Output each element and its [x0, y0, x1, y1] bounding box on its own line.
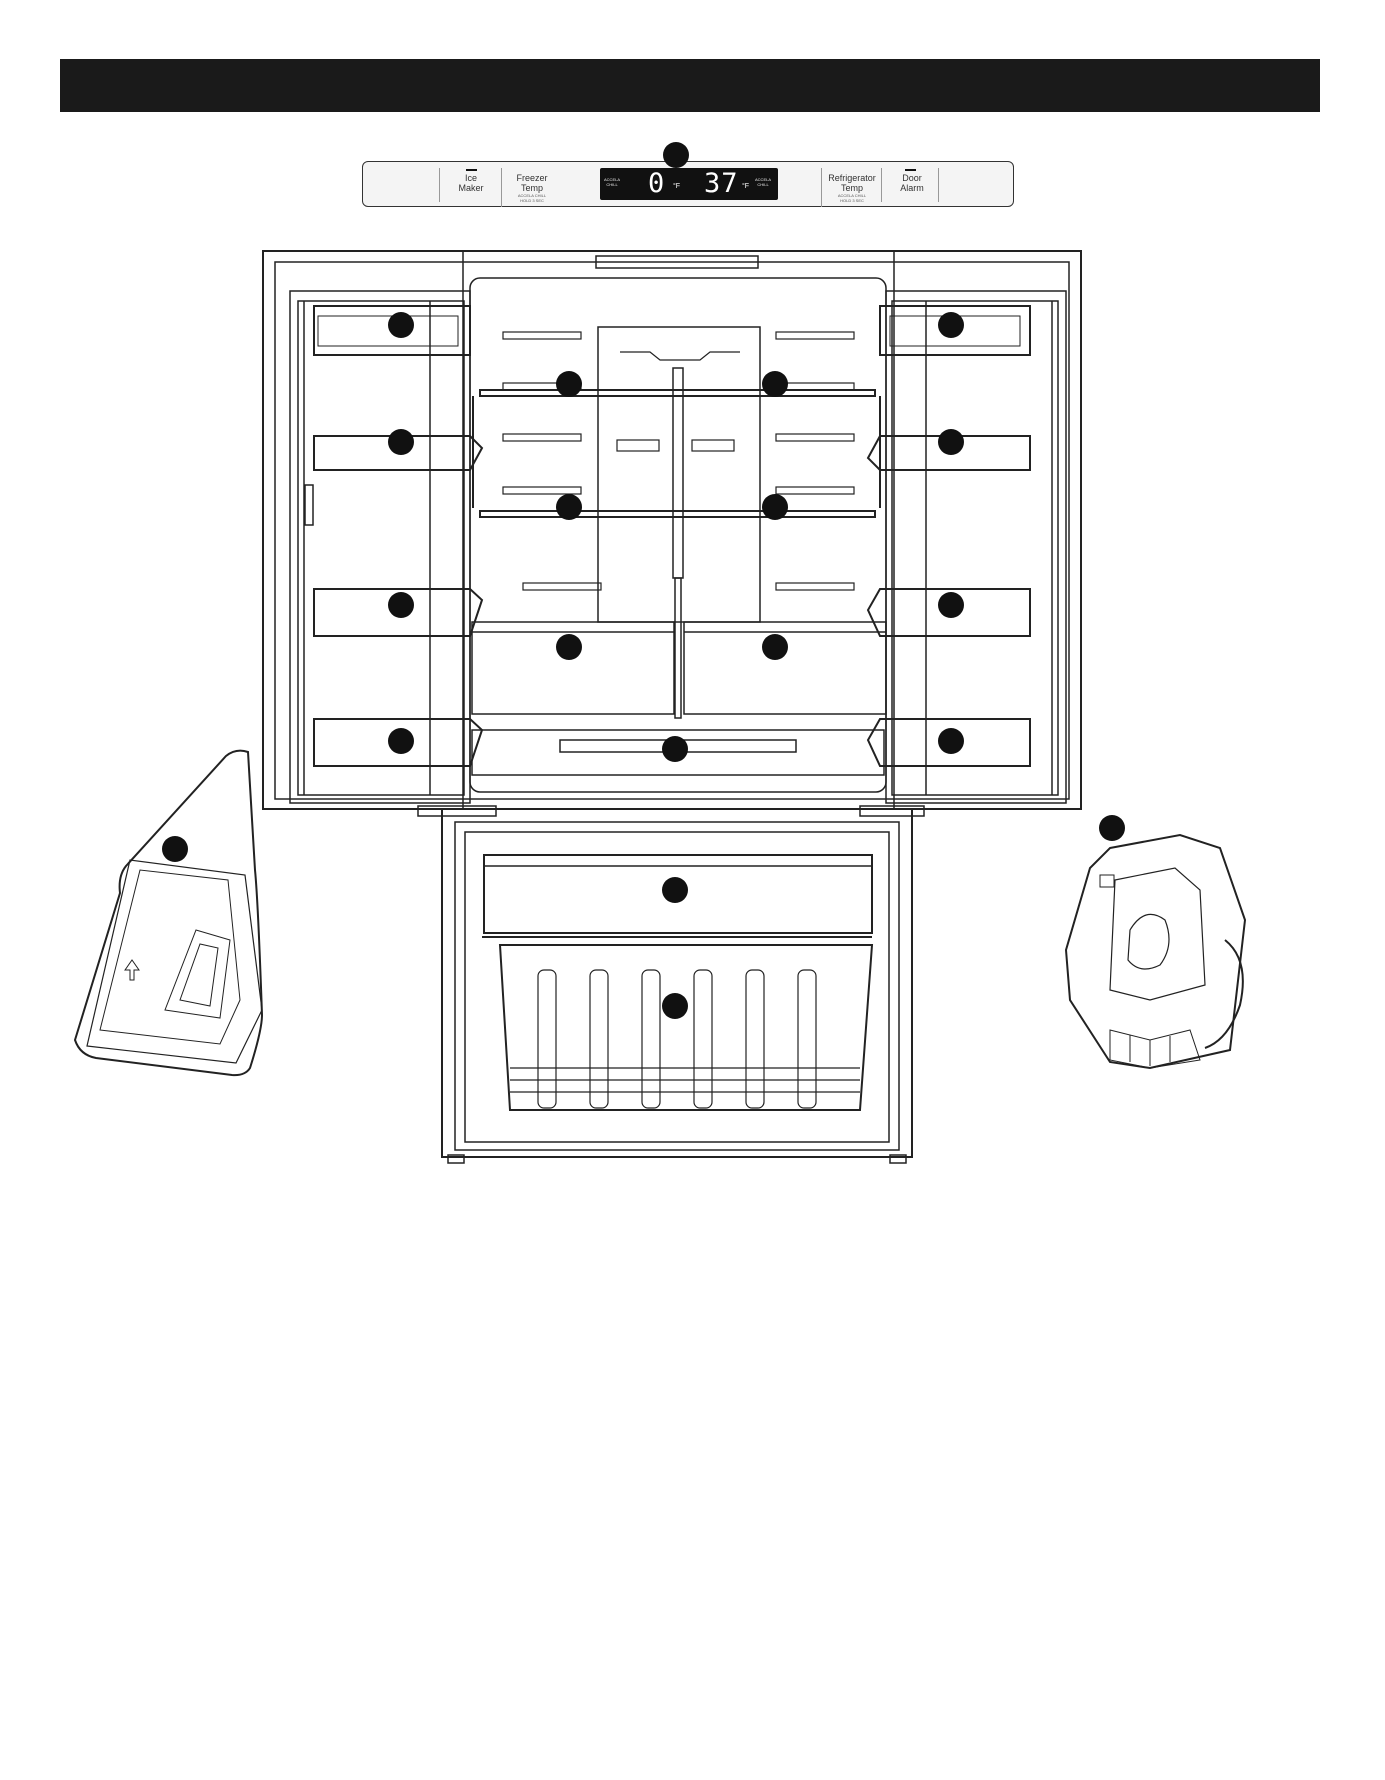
callout-left-bin-3 — [388, 592, 414, 618]
callout-left-bin-2 — [388, 429, 414, 455]
callout-right-bin-2 — [938, 429, 964, 455]
callout-ice-maker — [1099, 815, 1125, 841]
shelves — [473, 390, 880, 517]
callout-freezer-tray — [662, 877, 688, 903]
callout-deli-drawer — [662, 736, 688, 762]
crisper-drawers — [472, 622, 886, 714]
left-door-bins — [314, 306, 482, 766]
ice-maker — [1066, 835, 1245, 1068]
callout-shelf-upper-right — [762, 371, 788, 397]
callout-freezer-basket — [662, 993, 688, 1019]
callout-ice-bin — [162, 836, 188, 862]
left-door — [290, 291, 470, 803]
freezer-drawer — [418, 806, 924, 1163]
callout-left-bin-1 — [388, 312, 414, 338]
ice-bin — [75, 751, 262, 1075]
callout-shelf-lower-right — [762, 494, 788, 520]
callout-right-bin-4 — [938, 728, 964, 754]
right-door — [886, 291, 1066, 803]
callout-shelf-upper-left — [556, 371, 582, 397]
callout-shelf-lower-left — [556, 494, 582, 520]
callout-control-panel — [663, 142, 689, 168]
callout-crisper-right — [762, 634, 788, 660]
callout-left-bin-4 — [388, 728, 414, 754]
callout-crisper-left — [556, 634, 582, 660]
callout-right-bin-3 — [938, 592, 964, 618]
callout-right-bin-1 — [938, 312, 964, 338]
